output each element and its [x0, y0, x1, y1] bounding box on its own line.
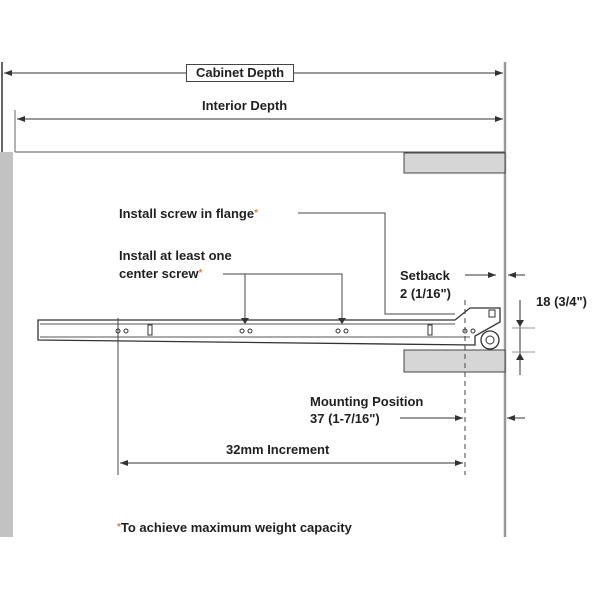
center-screw-callout-line2: center screw*: [119, 266, 203, 281]
interior-depth-label: Interior Depth: [202, 98, 288, 113]
center-screw-leader-right: [223, 273, 343, 320]
mounting-position-value: 37 (1-7/16"): [310, 411, 380, 426]
top-panel: [403, 152, 506, 174]
cabinet-depth-label: Cabinet Depth: [186, 64, 295, 82]
height-value: 18 (3/4"): [536, 294, 587, 309]
drawer-slide: [37, 307, 501, 350]
flange-screw-callout: Install screw in flange*: [119, 206, 259, 221]
flange-screw-leader: [298, 212, 455, 315]
center-screw-callout-line1: Install at least one: [119, 248, 232, 263]
cabinet-side-wall: [0, 152, 13, 537]
footnote: *To achieve maximum weight capacity: [117, 520, 352, 535]
setback-label: Setback: [400, 268, 450, 283]
increment-label: 32mm Increment: [226, 442, 330, 457]
cabinet-walls: [0, 62, 507, 537]
setback-value: 2 (1/16"): [400, 286, 451, 301]
bottom-panel: [403, 349, 506, 373]
mounting-position-label: Mounting Position: [310, 394, 424, 409]
